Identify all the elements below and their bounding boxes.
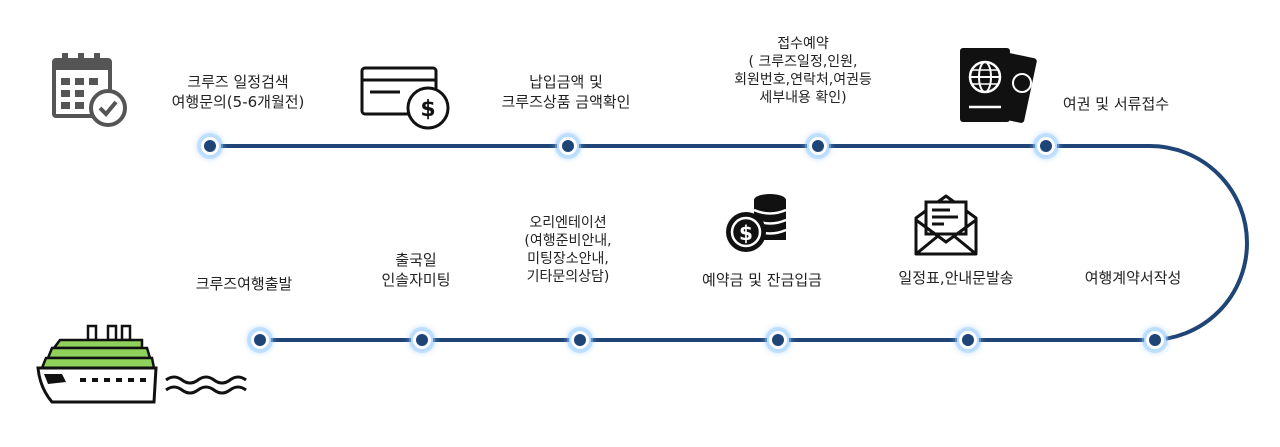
svg-text:$: $: [739, 221, 753, 245]
step-node-4: [1040, 140, 1052, 152]
track-path: [210, 144, 1249, 342]
envelope-letter-icon: [914, 194, 978, 256]
step-node-8: [574, 334, 586, 346]
step-label-4: 여권 및 서류접수: [1062, 95, 1170, 113]
step-node-9: [416, 334, 428, 346]
step-label-5: 여행계약서작성: [1084, 269, 1182, 287]
step-label-6: 일정표,안내문발송: [898, 269, 1014, 287]
step-node-10: [254, 334, 266, 346]
step-node-7: [772, 334, 784, 346]
step-label-10: 크루즈여행출발: [195, 275, 293, 293]
coins-dollar-icon: $: [726, 194, 787, 252]
step-node-1: [204, 140, 216, 152]
cruise-ship-icon: [36, 324, 247, 404]
passport-icon: [960, 48, 1037, 123]
card-dollar-icon: $: [360, 66, 450, 130]
step-label-8: 오리엔테이션(여행준비안내, 미팅장소안내,기타문의상담): [524, 215, 612, 285]
svg-text:$: $: [420, 97, 435, 122]
step-node-5: [1149, 334, 1161, 346]
calendar-check-icon: [52, 53, 127, 127]
step-node-6: [962, 334, 974, 346]
step-node-2: [562, 140, 574, 152]
step-node-3: [812, 140, 824, 152]
step-label-7: 예약금 및 잔금입금: [702, 271, 822, 289]
